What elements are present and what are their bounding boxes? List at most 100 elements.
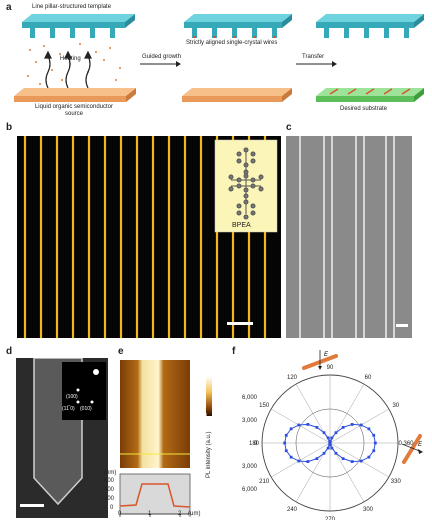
profile-ytick-0: 0 (110, 505, 114, 511)
panel-c-letter: c (286, 122, 292, 133)
polar-data-point (330, 436, 334, 440)
substrate-label: Desired substrate (340, 106, 388, 112)
polar-data-point (326, 446, 330, 450)
polar-data-point (297, 423, 301, 427)
polar-data-point (284, 449, 288, 453)
template-label: Line pillar-structured template (32, 4, 112, 10)
panel-a-schematic (14, 14, 424, 102)
profile-xtick-0: 0 (118, 511, 122, 517)
template-middle (184, 14, 292, 38)
green-substrate (316, 88, 424, 102)
polar-spoke (271, 408, 331, 444)
profile-ytick-600: 600 (104, 478, 115, 484)
color-scale-bar (206, 376, 212, 416)
height-profile-line (119, 483, 191, 508)
bpea-molecule-inset (214, 139, 278, 233)
central-spot (93, 369, 99, 375)
profile-xtick-1: 1 (148, 511, 152, 517)
polar-data-point (283, 441, 287, 445)
polar-data-point (322, 451, 326, 455)
panel-c-micrograph (286, 136, 412, 338)
wires-label: Strictly aligned single-crystal wires (186, 40, 278, 46)
polar-data-point (315, 425, 319, 429)
bpea-label: BPEA (232, 222, 251, 229)
arrow-transfer (296, 61, 337, 67)
polar-data-point (334, 451, 338, 455)
color-max-label: 700 nm (196, 366, 213, 372)
radial-tick-label: 0 (254, 441, 258, 447)
polar-data-point (341, 457, 345, 461)
polar-data-point (328, 443, 332, 447)
panel-e-letter: e (118, 346, 124, 357)
polar-spoke (271, 442, 331, 478)
polar-data-point (359, 459, 363, 463)
polar-spoke (329, 442, 389, 478)
radial-tick-label: 3,000 (242, 418, 258, 424)
color-min-label: 0 nm (196, 412, 208, 418)
height-profile-box (119, 473, 191, 515)
panel-d-sem (16, 358, 108, 518)
polar-angle-label: 300 (363, 507, 374, 513)
guided-growth-label: Guided growth (142, 54, 182, 60)
heating-label: Heating (60, 56, 81, 62)
polar-angle-label: 90 (327, 365, 334, 371)
polar-data-point (341, 425, 345, 429)
y-axis-label: PL intensity (a.u.) (206, 431, 212, 478)
polar-data-point (328, 439, 332, 443)
radial-tick-label: 6,000 (242, 487, 258, 493)
polar-angle-label: 0 360 (398, 441, 414, 447)
polar-data-point (330, 446, 334, 450)
polar-data-point (373, 441, 377, 445)
polar-data-point (289, 427, 293, 431)
scale-bar (227, 322, 253, 325)
scale-bar (20, 504, 44, 507)
polar-data-point (297, 459, 301, 463)
vapor-dots (27, 43, 121, 85)
field-label-right: E (418, 442, 423, 448)
polar-data-point (367, 455, 371, 459)
panel-b-micrograph (17, 136, 281, 338)
panel-d-letter: d (6, 346, 13, 357)
radial-tick-label: 6,000 (242, 395, 258, 401)
polar-data-point (289, 455, 293, 459)
polar-data-point (350, 423, 354, 426)
polar-spoke (329, 408, 389, 444)
polar-data-point (367, 427, 371, 431)
slab-middle (182, 88, 292, 102)
polar-angle-label: 180 (249, 441, 260, 447)
polar-angle-label: 60 (365, 375, 372, 381)
source-label: Liquid organic semiconductor source (34, 104, 114, 117)
polar-angle-label: 330 (391, 479, 402, 485)
panel-a-letter: a (6, 2, 12, 13)
crystal-rod-right (401, 434, 423, 464)
profile-yunit: (nm) (104, 470, 117, 476)
panel-b-letter: b (6, 122, 13, 133)
polar-data-point (350, 460, 354, 463)
profile-ytick-200: 200 (104, 496, 115, 502)
radial-tick-label: 3,000 (242, 464, 258, 470)
polar-data-point (284, 433, 288, 437)
polar-data-point (315, 457, 319, 461)
template-left (22, 14, 135, 38)
spot-110-label: (11̅ 0) (62, 406, 75, 412)
field-label-top: E (324, 352, 329, 358)
polar-data-point (372, 449, 376, 453)
polar-data-point (334, 431, 338, 435)
scale-bar (396, 324, 408, 327)
polar-data-point (306, 423, 310, 426)
spot-100-label: (100) (66, 394, 78, 400)
source-slab (14, 88, 136, 102)
profile-xtick-2: 2 (178, 511, 182, 517)
panel-f-letter: f (232, 346, 236, 357)
polar-angle-label: 150 (259, 403, 270, 409)
polar-angle-label: 30 (392, 403, 399, 409)
heat-arrows (44, 50, 92, 89)
polar-data-point (326, 436, 330, 440)
profile-xunit: (μm) (188, 511, 201, 517)
polar-data-point (306, 460, 310, 463)
template-right (316, 14, 424, 38)
panel-e-afm (119, 360, 212, 517)
crystal-rod-top (302, 350, 338, 370)
polar-angle-label: 210 (259, 479, 270, 485)
